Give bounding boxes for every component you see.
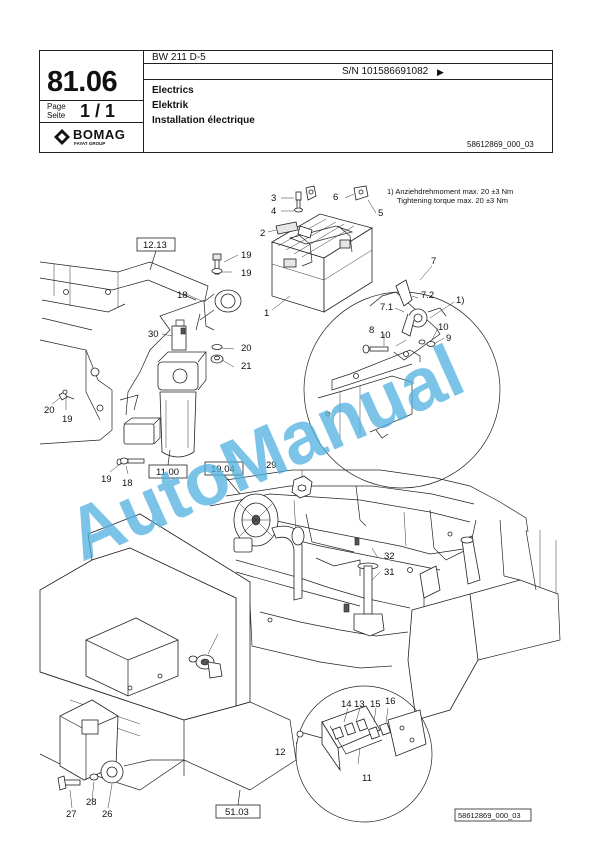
callout-12: 12 [275, 747, 286, 758]
alternator [233, 475, 313, 601]
callout-11: 11 [362, 773, 372, 784]
callout-7: 7 [431, 256, 436, 267]
callout-23b: 20 [241, 343, 252, 354]
callout-13: 13 [354, 699, 365, 710]
doc-number: 81.06 [47, 66, 118, 98]
callout-3: 3 [271, 193, 276, 204]
callout-4: 4 [271, 206, 276, 217]
callout-30: 31 [384, 567, 395, 578]
terminal-detail-inset [303, 279, 501, 489]
small-fasteners-left [58, 327, 186, 466]
callout-29: 30 [148, 329, 159, 340]
callout-5: 5 [378, 208, 383, 219]
callout-7-2: 7.2 [421, 290, 434, 301]
serial-arrow-icon: ▶ [437, 67, 444, 77]
callout-note-1: 1) [456, 295, 464, 306]
reference-box-19-04: 19.04 [204, 461, 244, 495]
callout-16: 16 [385, 696, 396, 707]
callout-19: 19 [62, 414, 73, 425]
callout-20: 20 [44, 405, 55, 416]
callout-19b: 19 [101, 474, 112, 485]
title-de: Elektrik [152, 100, 189, 111]
callout-28: 29 [266, 460, 277, 471]
drawing-id: 58612869_000_03 [467, 140, 534, 149]
callout-14: 14 [341, 699, 352, 710]
title-block-rule [143, 63, 553, 64]
callout-1: 1 [264, 308, 269, 319]
title-block-divider [143, 50, 144, 153]
callout-23: 19 [241, 268, 252, 279]
footer-drawing-id: 58612869_000_03 [454, 808, 532, 822]
battery [271, 213, 373, 313]
callout-21: 18 [177, 290, 188, 301]
callout-8: 8 [369, 325, 374, 336]
callout-31: 32 [384, 551, 395, 562]
fuel-filter [157, 319, 207, 458]
right-frame-parts [407, 519, 561, 721]
title-block-rule [39, 100, 143, 101]
callout-27: 28 [86, 797, 97, 808]
connector-32 [188, 654, 223, 679]
reference-box-51-03: 51.03 [215, 789, 261, 819]
bomag-logo-icon [54, 129, 70, 145]
svg-text:11.00: 11.00 [156, 467, 179, 478]
lower-mount-parts [57, 699, 151, 791]
title-block-rule [143, 79, 553, 80]
page-number: 1 / 1 [80, 101, 116, 121]
svg-text:Tightening torque max. 20 ±3 N: Tightening torque max. 20 ±3 Nm [397, 196, 508, 205]
callouts: 3 4 6 5 2 1 19 19 18 30 20 21 20 19 19 1… [44, 192, 464, 820]
main-chassis [209, 469, 529, 669]
svg-text:12.13: 12.13 [143, 240, 167, 251]
sensor-21 [195, 289, 242, 331]
title-block [39, 50, 553, 153]
callout-10: 10 [380, 330, 391, 341]
title-en: Electrics [152, 85, 194, 96]
reference-box-11-00: 11.00 [148, 449, 188, 479]
seite-label: Seite [47, 111, 66, 120]
callout-10b: 10 [438, 322, 449, 333]
callout-24: 21 [241, 361, 252, 372]
callout-18: 18 [122, 478, 133, 489]
bolt-22-stack [210, 253, 224, 364]
lower-housing-left [39, 513, 297, 791]
frame-upper-left [39, 261, 209, 445]
bomag-logo: BOMAG FAYAT GROUP [54, 127, 134, 149]
fuse-box-inset [295, 685, 433, 823]
svg-text:1) Anziehdrehmoment max. 20 ±: 1) Anziehdrehmoment max. 20 ±3 Nm [387, 187, 513, 196]
battery-clamp-parts [275, 185, 369, 235]
callout-22: 19 [241, 250, 252, 261]
title-fr: Installation électrique [152, 115, 255, 126]
serial-number: S/N 101586691082 [342, 66, 429, 77]
svg-text:19.04: 19.04 [211, 464, 235, 475]
title-block-rule [39, 122, 143, 123]
svg-text:58612869_000_03: 58612869_000_03 [458, 811, 521, 820]
callout-7-1: 7.1 [380, 302, 393, 313]
callout-25: 26 [102, 809, 113, 820]
svg-text:51.03: 51.03 [225, 807, 249, 818]
callout-26: 27 [66, 809, 77, 820]
callout-15: 15 [370, 699, 381, 710]
callout-9: 9 [446, 333, 451, 344]
model-name: BW 211 D-5 [152, 52, 206, 63]
callout-6: 6 [333, 192, 338, 203]
reference-box-12-13: 12.13 [136, 237, 176, 271]
callout-2: 2 [260, 228, 265, 239]
support-post-30 [343, 537, 385, 637]
torque-note: 1) Anziehdrehmoment max. 20 ±3 Nm Tighte… [387, 187, 513, 205]
page-label: Page [47, 102, 66, 111]
